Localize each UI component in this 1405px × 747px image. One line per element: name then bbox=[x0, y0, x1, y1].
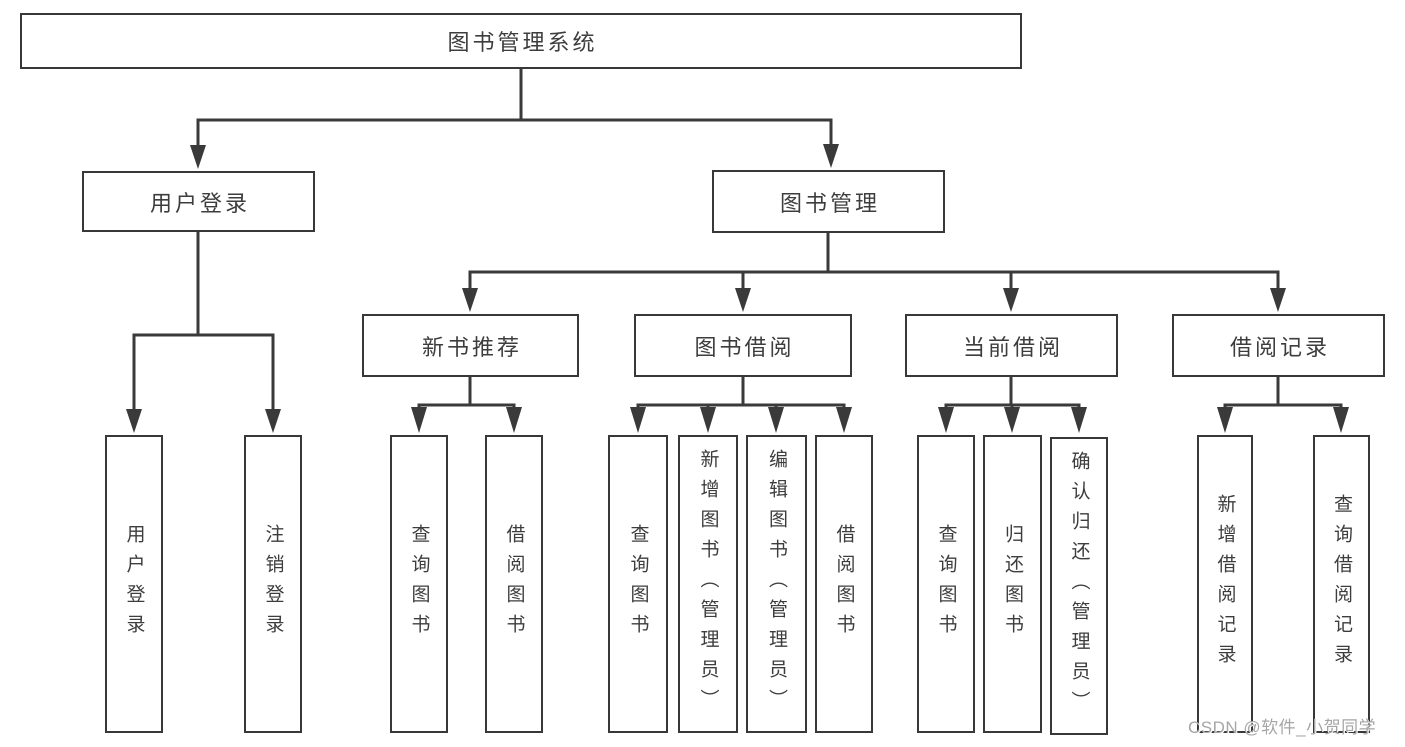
connector-current-borrow-split bbox=[944, 375, 1081, 411]
connector-book-mgmt-split bbox=[468, 231, 1280, 292]
node-leaf-confirm-return-admin: 确认归还（管理员） bbox=[1050, 437, 1108, 735]
node-leaf-user-login: 用户登录 bbox=[105, 435, 163, 733]
node-current-borrowing: 当前借阅 bbox=[905, 314, 1118, 377]
node-leaf-query-books-1: 查询图书 bbox=[390, 435, 448, 733]
node-book-borrowing: 图书借阅 bbox=[634, 314, 852, 377]
node-label: 借阅图书 bbox=[833, 524, 855, 644]
csdn-watermark: CSDN @软件_小贺同学 bbox=[1188, 718, 1377, 737]
node-label: 借阅图书 bbox=[503, 524, 525, 644]
node-label: 查询图书 bbox=[627, 524, 649, 644]
node-label: 用户登录 bbox=[123, 524, 145, 644]
node-leaf-query-borrow-record: 查询借阅记录 bbox=[1313, 435, 1370, 733]
connector-root-split bbox=[196, 67, 833, 149]
connector-book-borrow-split bbox=[636, 375, 846, 411]
node-borrowing-records: 借阅记录 bbox=[1172, 314, 1385, 377]
node-root-system: 图书管理系统 bbox=[20, 13, 1022, 69]
node-label: 用户登录 bbox=[149, 190, 250, 216]
connector-borrow-records-split bbox=[1223, 375, 1343, 411]
node-label: 查询图书 bbox=[408, 524, 430, 644]
node-label: 确认归还（管理员） bbox=[1068, 451, 1090, 721]
node-label: 归还图书 bbox=[1002, 524, 1023, 644]
node-label: 新增图书（管理员） bbox=[697, 449, 719, 719]
node-label: 图书借阅 bbox=[694, 334, 795, 360]
node-leaf-add-book-admin: 新增图书（管理员） bbox=[678, 435, 738, 733]
node-label: 查询图书 bbox=[935, 524, 957, 644]
node-book-management: 图书管理 bbox=[712, 170, 945, 233]
node-label: 新增借阅记录 bbox=[1214, 494, 1236, 674]
node-new-book-recommend: 新书推荐 bbox=[362, 314, 579, 377]
node-label: 查询借阅记录 bbox=[1331, 494, 1352, 674]
node-leaf-borrow-books-1: 借阅图书 bbox=[485, 435, 543, 733]
node-leaf-return-book: 归还图书 bbox=[983, 435, 1042, 733]
node-label: 当前借阅 bbox=[962, 334, 1063, 360]
node-label: 注销登录 bbox=[262, 524, 284, 644]
node-label: 新书推荐 bbox=[421, 334, 522, 360]
connector-new-book-split bbox=[417, 375, 516, 411]
arrowheads bbox=[126, 144, 1349, 433]
node-leaf-logout: 注销登录 bbox=[244, 435, 302, 733]
node-label: 图书管理系统 bbox=[447, 30, 598, 55]
node-label: 编辑图书（管理员） bbox=[766, 449, 787, 719]
node-leaf-borrow-books-2: 借阅图书 bbox=[815, 435, 873, 733]
node-user-login: 用户登录 bbox=[82, 171, 315, 232]
connector-user-login-split bbox=[132, 230, 275, 413]
node-leaf-edit-book-admin: 编辑图书（管理员） bbox=[746, 435, 807, 733]
node-label: 借阅记录 bbox=[1229, 334, 1330, 360]
node-leaf-query-books-3: 查询图书 bbox=[917, 435, 975, 733]
node-leaf-add-borrow-record: 新增借阅记录 bbox=[1197, 435, 1253, 733]
node-label: 图书管理 bbox=[779, 190, 880, 216]
node-leaf-query-books-2: 查询图书 bbox=[608, 435, 668, 733]
